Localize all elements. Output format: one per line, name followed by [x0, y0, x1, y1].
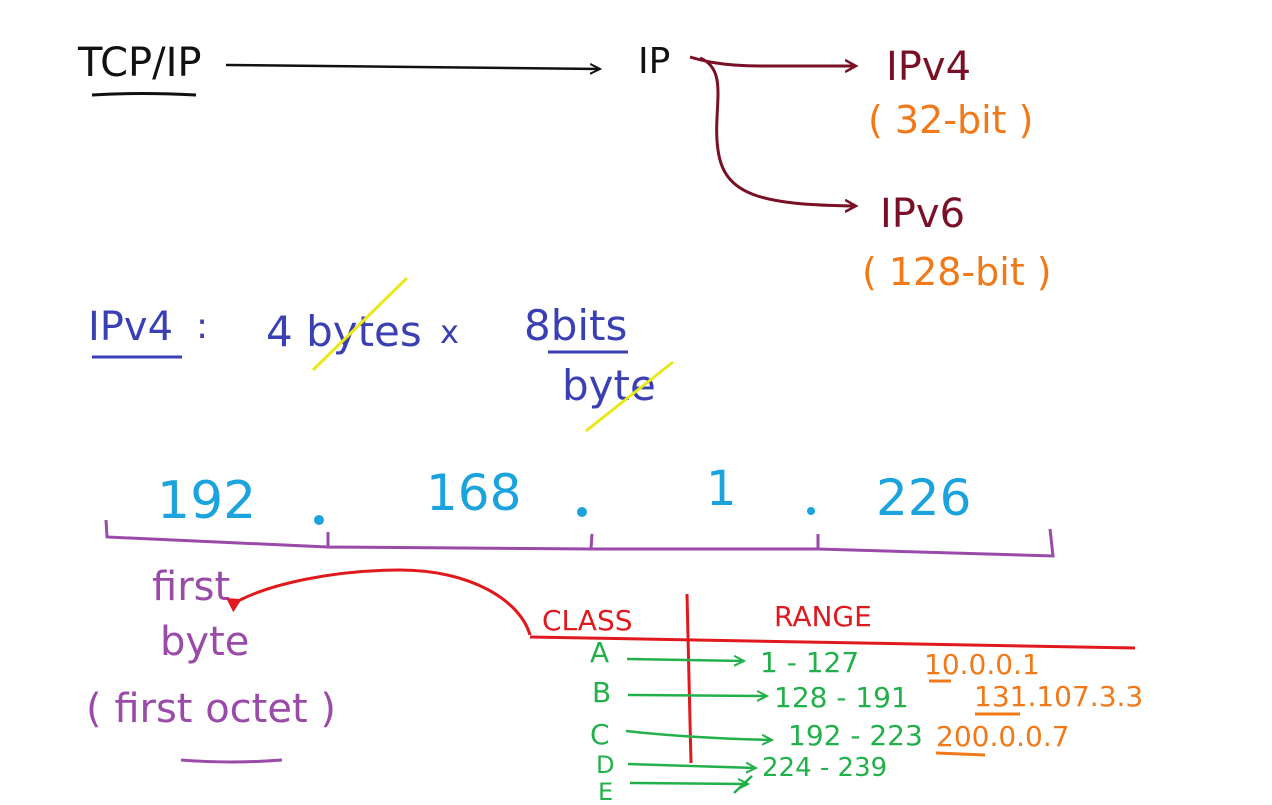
class-to-first-byte-arrow: [226, 568, 532, 636]
arrow-c: [625, 729, 772, 740]
first-octet-underline: [180, 758, 283, 764]
table-header-line: [529, 635, 1136, 650]
class-header: CLASS: [542, 604, 633, 637]
class-e: E: [598, 778, 613, 805]
class-c: C: [590, 718, 610, 751]
byte-strike: [585, 360, 674, 433]
formula-bytes: 4 bytes: [266, 307, 422, 356]
tcpip-to-ip-arrow: [225, 65, 600, 69]
arrow-e-blocked-icon: [733, 775, 753, 794]
formula-times: x: [440, 313, 459, 351]
range-c: 192 - 223: [788, 719, 923, 752]
ip-to-ipv6-arrow: [699, 56, 856, 206]
example-c: 200.0.0.7: [936, 720, 1070, 753]
arrow-e: [629, 783, 748, 784]
formula-denominator: byte: [562, 361, 656, 410]
octet-4: 226: [876, 469, 971, 527]
table-divider: [685, 593, 693, 764]
ipv6-label: IPv6: [880, 191, 965, 237]
bytes-strike: [311, 276, 409, 372]
octet-bracket: [104, 519, 1055, 558]
example-c-underline: [935, 751, 986, 757]
example-a: 10.0.0.1: [924, 648, 1040, 681]
range-header: RANGE: [774, 600, 872, 633]
ip-label: IP: [638, 41, 670, 82]
dot-3: [807, 507, 815, 515]
dot-2: [577, 507, 587, 517]
range-a: 1 - 127: [760, 646, 859, 679]
range-b: 128 - 191: [774, 681, 909, 714]
formula-ipv4: IPv4: [88, 304, 173, 350]
tcpip-underline: [91, 92, 197, 97]
formula-numerator: 8bits: [524, 301, 627, 350]
range-d: 224 - 239: [762, 753, 887, 783]
arrow-b: [627, 695, 767, 696]
first-byte-line3: ( first octet ): [86, 686, 336, 732]
dot-1: [314, 515, 324, 525]
octet-2: 168: [426, 464, 521, 522]
class-a: A: [590, 636, 609, 669]
ipv4-label: IPv4: [886, 44, 971, 90]
ip-to-ipv4-arrow: [689, 55, 856, 66]
first-byte-line2: byte: [160, 619, 249, 665]
class-d: D: [596, 751, 614, 779]
arrow-a: [626, 659, 744, 661]
ipv6-bits: ( 128-bit ): [862, 250, 1052, 294]
tcpip-label: TCP/IP: [77, 40, 202, 86]
arrow-d: [627, 764, 756, 768]
first-byte-line1: first: [152, 564, 230, 610]
example-b: 131.107.3.3: [974, 680, 1143, 713]
octet-1: 192: [157, 471, 256, 531]
octet-3: 1: [706, 461, 737, 517]
ipv4-bits: ( 32-bit ): [868, 98, 1033, 142]
class-b: B: [592, 676, 611, 709]
formula-colon: :: [196, 306, 208, 347]
